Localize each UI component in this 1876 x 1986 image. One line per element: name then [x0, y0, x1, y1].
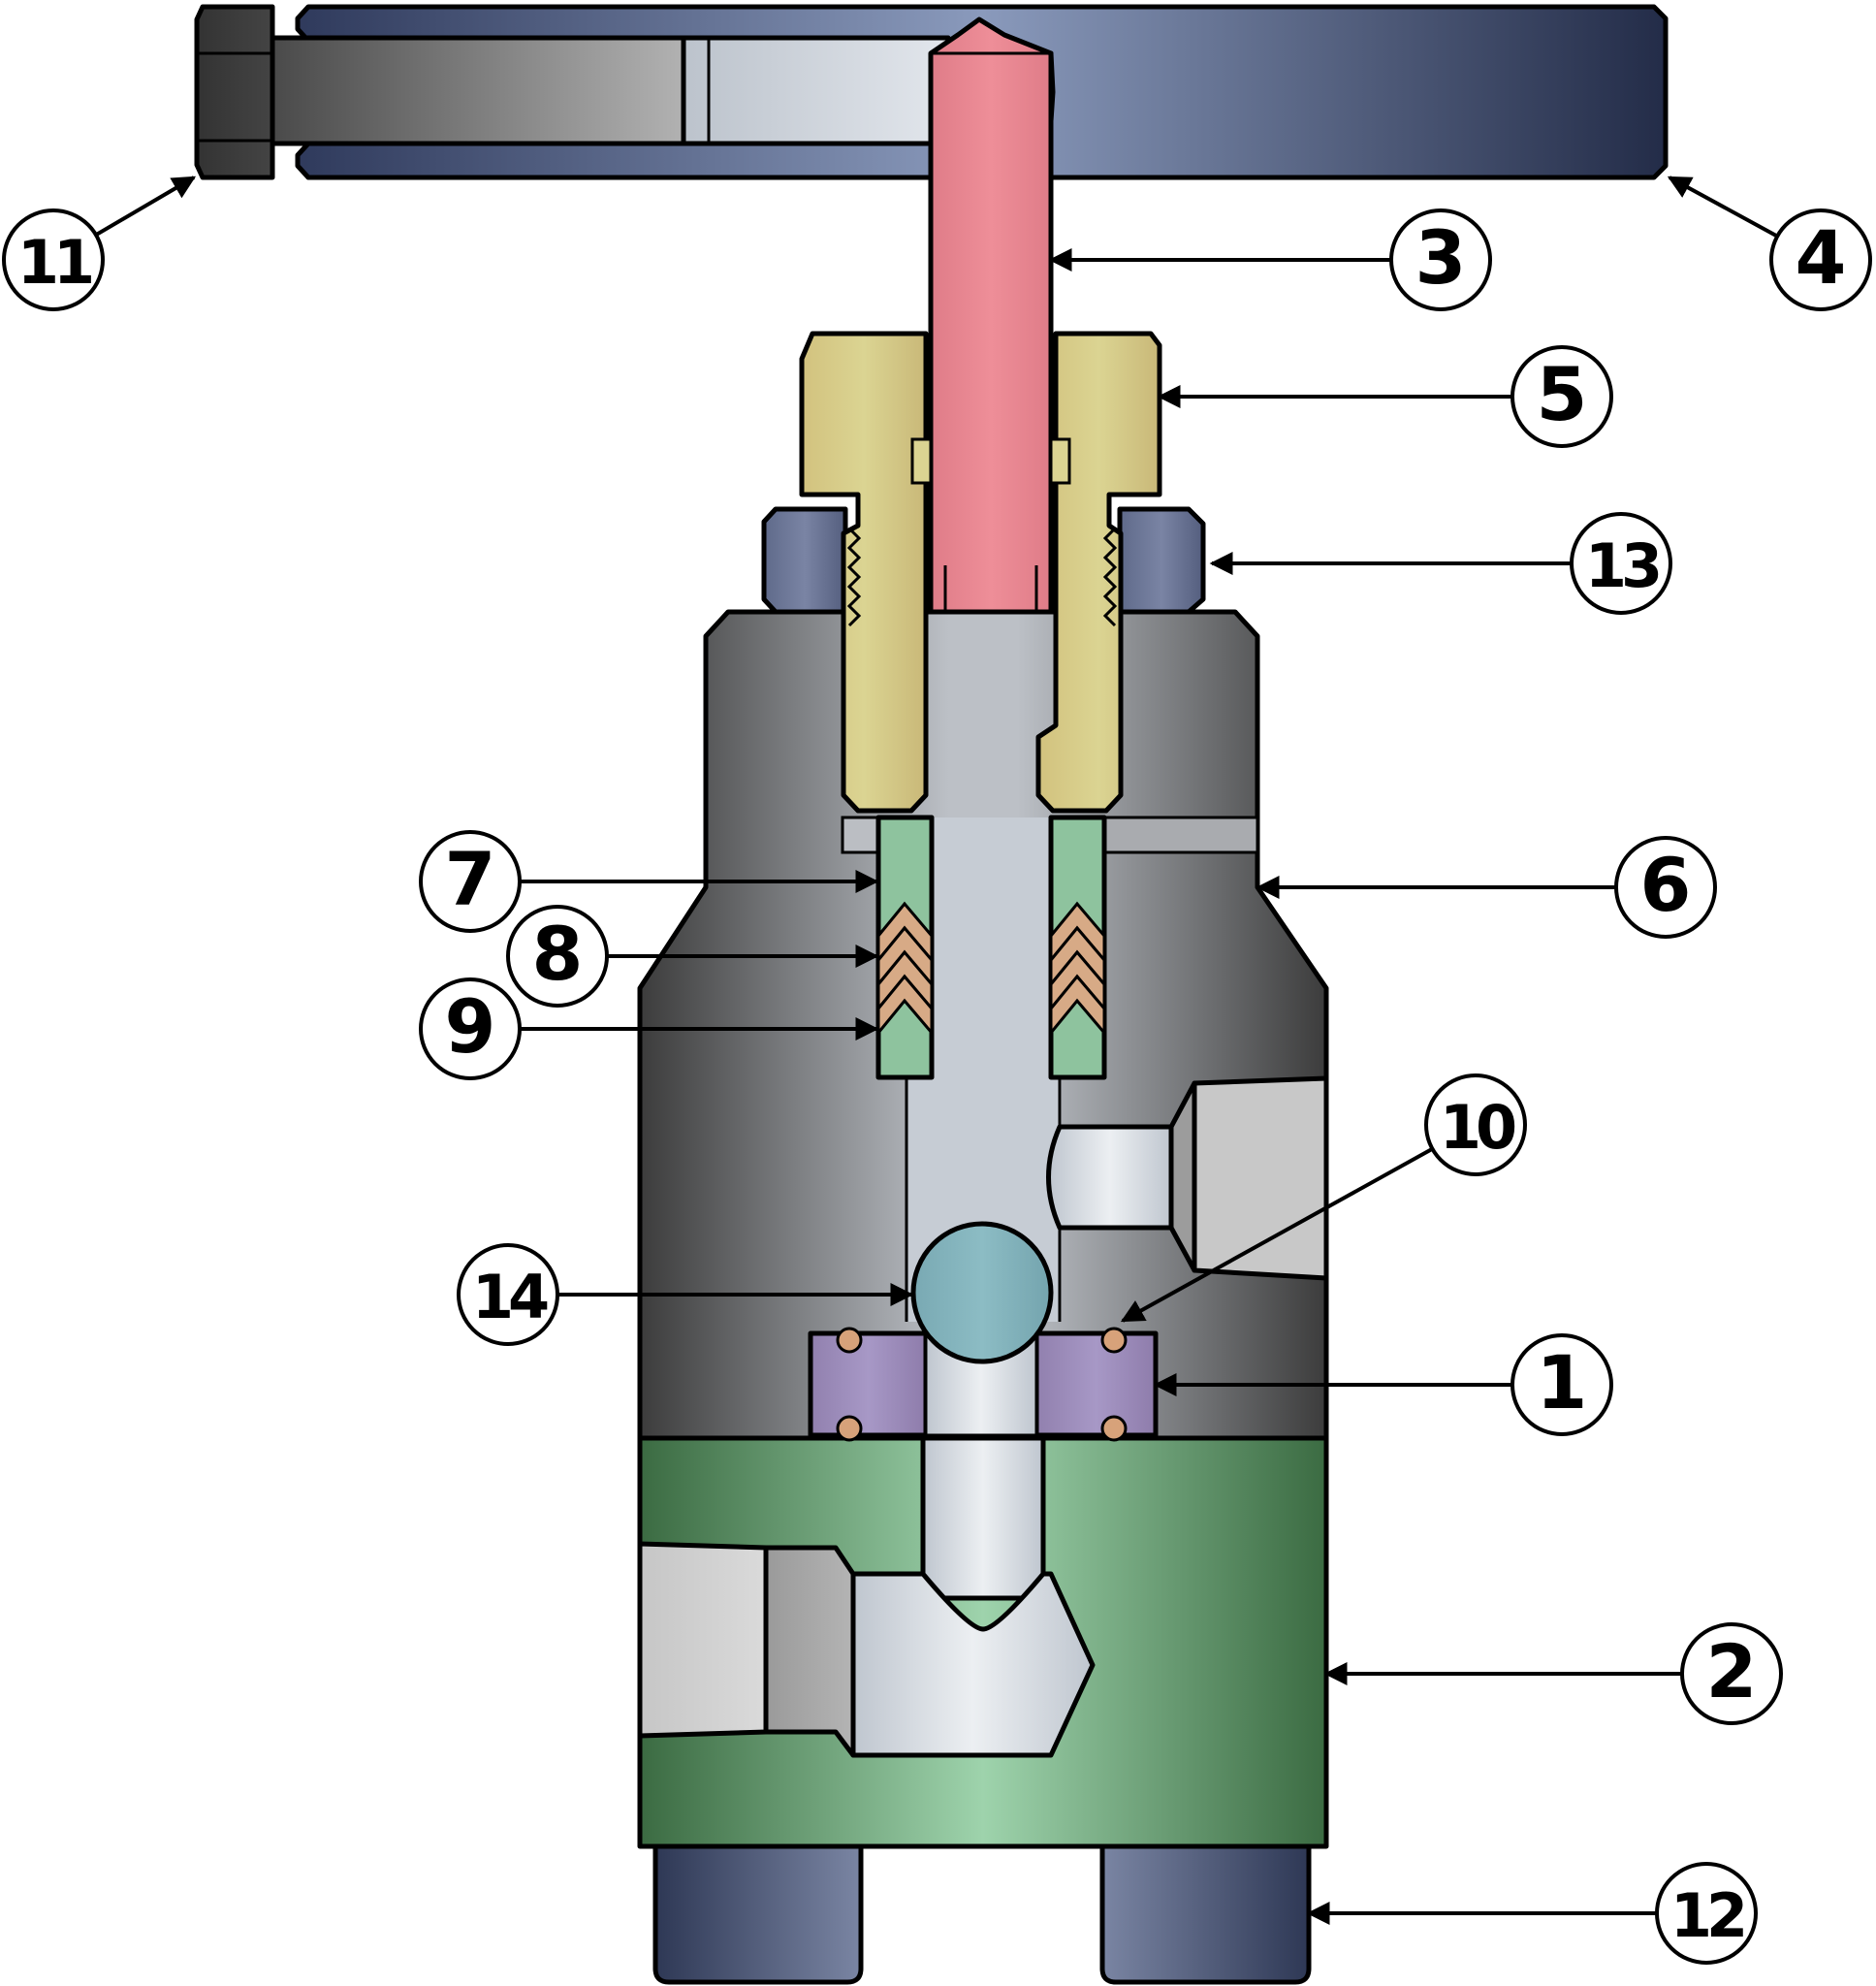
callout-10: 10 [1120, 1073, 1527, 1323]
leader-arrow [1667, 176, 1779, 239]
callout-circle [419, 977, 522, 1080]
callout-circle [1570, 512, 1672, 615]
leader-arrow [94, 176, 197, 237]
locknut-part-13 [761, 506, 1206, 615]
callout-circle [1389, 208, 1492, 311]
callout-number: 13 [1585, 530, 1659, 601]
callout-circle [419, 830, 522, 933]
callout-number: 9 [445, 983, 496, 1070]
callout-number: 14 [472, 1262, 548, 1332]
callout-circle [1769, 208, 1872, 311]
callout-number: 2 [1706, 1628, 1758, 1714]
callout-number: 3 [1415, 214, 1467, 301]
leader-arrow [1120, 1146, 1434, 1323]
callout-circle [457, 1243, 559, 1346]
bonnet-nut-part-5 [799, 331, 1162, 814]
callout-11: 11 [2, 176, 197, 311]
callout-13: 13 [1209, 512, 1672, 615]
callout-number: 4 [1796, 214, 1847, 301]
callout-number: 6 [1640, 842, 1692, 928]
callout-3: 3 [1048, 208, 1492, 311]
callout-number: 7 [445, 836, 496, 922]
callout-number: 12 [1670, 1880, 1743, 1951]
callout-number: 5 [1537, 351, 1588, 437]
callout-circle [2, 208, 105, 311]
callout-2: 2 [1323, 1622, 1783, 1725]
callout-6: 6 [1256, 836, 1717, 939]
callout-9: 9 [419, 977, 879, 1080]
callout-8: 8 [506, 905, 879, 1008]
callout-14: 14 [457, 1243, 914, 1346]
callout-number: 11 [17, 227, 91, 298]
hex-bolt-part-11 [194, 4, 951, 180]
seat-ring-part-1 [808, 1330, 1159, 1438]
chevron-packing-left [876, 901, 934, 1038]
callout-circle [1655, 1862, 1758, 1965]
callout-12: 12 [1306, 1862, 1758, 1965]
callout-circle [1510, 1333, 1613, 1436]
callout-4: 4 [1667, 176, 1872, 311]
ball-part-14 [910, 1221, 1054, 1364]
callout-circle [1510, 345, 1613, 448]
callout-circle [1680, 1622, 1783, 1725]
callout-circle [1614, 836, 1717, 939]
o-rings-part-10 [836, 1327, 1128, 1442]
callout-number: 1 [1537, 1339, 1588, 1425]
callout-7: 7 [419, 830, 879, 933]
feet-part-12 [652, 1843, 1312, 1985]
callout-5: 5 [1157, 345, 1613, 448]
chevron-packing-right [1049, 901, 1106, 1038]
callout-circle [506, 905, 609, 1008]
body-part-2 [637, 1435, 1329, 1849]
callout-number: 8 [532, 911, 584, 997]
callout-1: 1 [1153, 1333, 1613, 1436]
callout-circle [1424, 1073, 1527, 1176]
callout-number: 10 [1440, 1092, 1515, 1163]
